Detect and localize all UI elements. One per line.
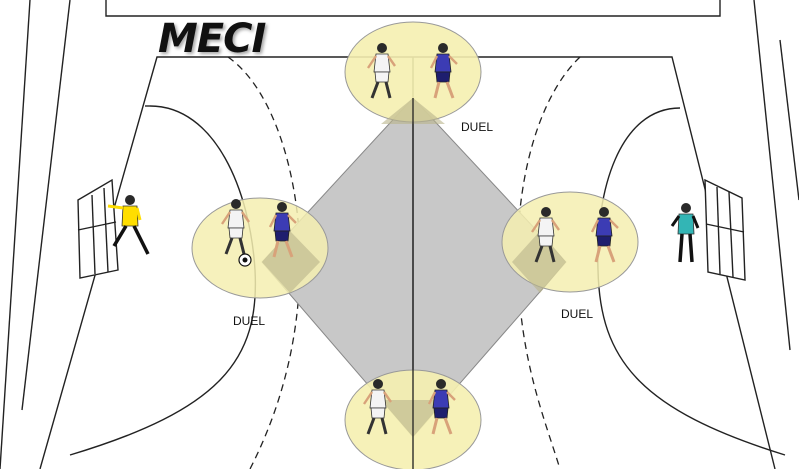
goalkeeper-figure-icon	[107, 195, 150, 255]
goalkeeper-figure-icon	[670, 203, 700, 263]
duel-zone-right	[501, 191, 639, 293]
ball-icon	[238, 253, 252, 267]
duel-label-top: DUEL	[461, 120, 494, 134]
duel-label-right: DUEL	[561, 307, 594, 321]
duel-label-left: DUEL	[233, 314, 266, 328]
players-left	[220, 197, 298, 267]
goal-net-icon	[704, 178, 746, 281]
drill-title: MECI	[158, 16, 266, 62]
goal-net-icon	[77, 178, 119, 279]
duel-zone-left	[191, 197, 329, 299]
